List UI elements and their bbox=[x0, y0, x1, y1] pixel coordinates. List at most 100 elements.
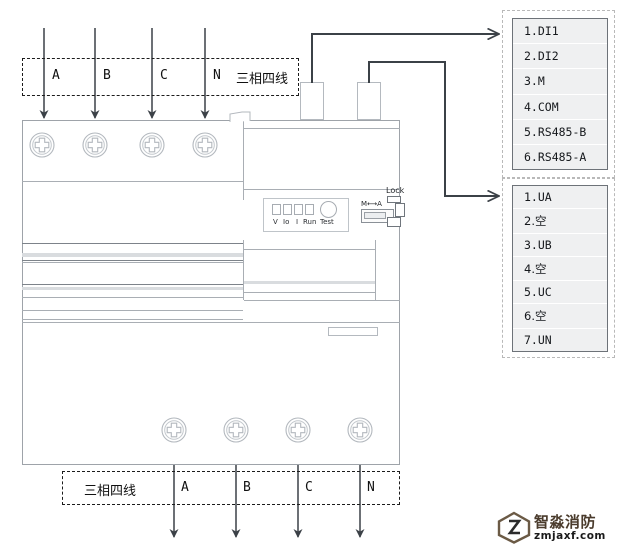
terminal-index: 6. bbox=[524, 149, 538, 164]
led-run bbox=[305, 204, 314, 215]
terminal-row[interactable]: 1. UA bbox=[513, 186, 607, 209]
bottom-phase-label-a: A bbox=[181, 480, 189, 495]
terminal-row[interactable]: 2. 空 bbox=[513, 208, 607, 234]
brand-name-cn: 智淼消防 bbox=[534, 513, 597, 531]
bottom-wire-group-label: 三相四线 bbox=[84, 484, 137, 499]
terminal-index: 5. bbox=[524, 124, 538, 139]
led-label-leakage-current: Io bbox=[283, 218, 290, 226]
mode-slide-switch-knob[interactable] bbox=[364, 212, 386, 219]
terminal-index: 1. bbox=[524, 189, 538, 204]
terminal-row[interactable]: 7. UN bbox=[513, 329, 607, 352]
terminal-label: DI1 bbox=[537, 24, 559, 39]
terminal-index: 4. bbox=[524, 99, 538, 114]
right-module-right-rail bbox=[375, 240, 376, 300]
device-divider-1 bbox=[22, 181, 244, 182]
top-phase-label-c: C bbox=[160, 68, 168, 83]
terminal-label: UA bbox=[537, 189, 552, 204]
terminal-screw-top-a bbox=[29, 132, 55, 158]
rib-7 bbox=[22, 297, 243, 298]
terminal-label: UN bbox=[537, 333, 552, 348]
terminal-block-2[interactable]: 1. UA 2. 空 3. UB 4. 空 5. UC 6. 空 7. UN bbox=[512, 185, 608, 352]
rib-5 bbox=[22, 284, 243, 285]
top-phase-label-n: N bbox=[213, 68, 221, 83]
brand-logo-icon bbox=[497, 511, 531, 544]
device-top-hinge-nub bbox=[229, 111, 251, 122]
test-button-label: Test bbox=[320, 218, 334, 226]
led-label-run: Run bbox=[303, 218, 317, 226]
terminal-label: UC bbox=[537, 285, 552, 300]
terminal-index: 2. bbox=[524, 213, 535, 228]
terminal-index: 6. bbox=[524, 309, 535, 324]
bottom-phase-label-b: B bbox=[243, 480, 251, 495]
terminal-screw-top-n bbox=[192, 132, 218, 158]
top-phase-label-b: B bbox=[103, 68, 111, 83]
terminal-screw-bottom-b bbox=[223, 417, 249, 443]
brand-url: zmjaxf.com bbox=[534, 530, 606, 542]
terminal-index: 2. bbox=[524, 49, 538, 64]
led-current bbox=[294, 204, 303, 215]
lock-label: Lock bbox=[386, 186, 405, 195]
terminal-index: 3. bbox=[524, 237, 538, 252]
terminal-row[interactable]: 2. DI2 bbox=[513, 44, 607, 70]
right-module-top-edge bbox=[243, 128, 400, 129]
top-wire-group-label: 三相四线 bbox=[236, 72, 289, 87]
terminal-index: 1. bbox=[524, 24, 538, 39]
terminal-screw-top-c bbox=[139, 132, 165, 158]
terminal-row[interactable]: 3. M bbox=[513, 69, 607, 95]
connector-pin-voltage bbox=[368, 70, 370, 83]
rib-9 bbox=[22, 319, 243, 320]
device-label-plate bbox=[328, 327, 378, 336]
lock-tab-lower bbox=[387, 217, 401, 227]
bottom-phase-label-c: C bbox=[305, 480, 313, 495]
led-label-voltage: V bbox=[273, 218, 278, 226]
top-phase-label-a: A bbox=[52, 68, 60, 83]
rib-r-1 bbox=[244, 249, 375, 250]
terminal-row[interactable]: 4. COM bbox=[513, 94, 607, 120]
terminal-row[interactable]: 3. UB bbox=[513, 233, 607, 257]
test-button[interactable] bbox=[320, 201, 337, 218]
terminal-label: RS485-B bbox=[537, 124, 587, 139]
terminal-row[interactable]: 1. DI1 bbox=[513, 19, 607, 45]
terminal-label: UB bbox=[537, 237, 552, 252]
lock-tab-mid bbox=[395, 203, 405, 217]
right-module-divider bbox=[243, 189, 400, 190]
rib-8 bbox=[22, 310, 243, 311]
terminal-row[interactable]: 5. UC bbox=[513, 281, 607, 305]
terminal-label: COM bbox=[537, 99, 559, 114]
terminal-row[interactable]: 4. 空 bbox=[513, 256, 607, 282]
top-wire-arrows bbox=[39, 28, 210, 119]
terminal-screw-bottom-n bbox=[347, 417, 373, 443]
terminal-index: 5. bbox=[524, 285, 538, 300]
terminal-label: 空 bbox=[534, 213, 547, 228]
device-module-split-lower bbox=[243, 240, 244, 300]
terminal-index: 7. bbox=[524, 333, 538, 348]
rib-3 bbox=[22, 260, 243, 261]
mode-switch-label: M⟷A bbox=[361, 200, 382, 208]
top-wire-group-box bbox=[22, 58, 299, 96]
terminal-block-1[interactable]: 1. DI1 2. DI2 3. M 4. COM 5. RS485-B 6. … bbox=[512, 18, 608, 170]
led-voltage bbox=[272, 204, 281, 215]
terminal-row[interactable]: 6. 空 bbox=[513, 304, 607, 330]
bottom-wire-group-box bbox=[62, 471, 400, 505]
rib-4 bbox=[22, 262, 243, 263]
connector-stub-voltage bbox=[357, 82, 381, 120]
connector-stub-comm bbox=[300, 82, 324, 120]
rib-r-4 bbox=[244, 300, 400, 301]
terminal-row[interactable]: 5. RS485-B bbox=[513, 119, 607, 145]
terminal-screw-top-b bbox=[82, 132, 108, 158]
terminal-label: 空 bbox=[534, 261, 547, 276]
rib-1 bbox=[22, 243, 243, 244]
bottom-phase-label-n: N bbox=[367, 480, 375, 495]
lower-face-top-edge bbox=[22, 322, 400, 323]
terminal-index: 3. bbox=[524, 74, 538, 89]
terminal-label: DI2 bbox=[537, 49, 559, 64]
led-leakage-current bbox=[283, 204, 292, 215]
rib-6 bbox=[22, 287, 243, 290]
terminal-row[interactable]: 6. RS485-A bbox=[513, 144, 607, 170]
rib-r-2 bbox=[244, 281, 375, 284]
terminal-label: 空 bbox=[534, 309, 547, 324]
terminal-index: 4. bbox=[524, 261, 535, 276]
terminal-label: RS485-A bbox=[537, 149, 587, 164]
rib-r-3 bbox=[244, 292, 375, 293]
